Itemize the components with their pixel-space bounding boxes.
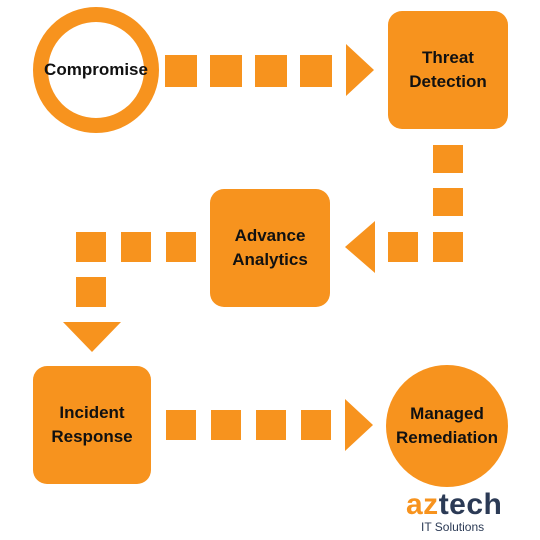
managed-remediation-node: Managed Remediation: [386, 365, 508, 487]
aztech-logo: aztech IT Solutions: [406, 490, 516, 535]
arrow-left-icon: [345, 221, 375, 273]
advance-analytics-node: Advance Analytics: [210, 189, 330, 307]
connector-dash: [388, 232, 418, 262]
connector-dash: [256, 410, 286, 440]
connector-dash: [76, 277, 106, 307]
arrow-right-icon: [345, 399, 373, 451]
arrow-right-icon: [346, 44, 374, 96]
connector-dash: [166, 232, 196, 262]
connector-dash: [433, 188, 463, 216]
connector-dash: [166, 410, 196, 440]
connector-dash: [255, 55, 287, 87]
connector-dash: [301, 410, 331, 440]
compromise-node: Compromise: [33, 7, 159, 133]
connector-dash: [121, 232, 151, 262]
compromise-label: Compromise: [44, 60, 148, 79]
threat-detection-label: Threat Detection: [409, 48, 487, 91]
incident-response-node: Incident Response: [33, 366, 151, 484]
connector-dash: [433, 232, 463, 262]
advance-analytics-label: Advance Analytics: [232, 226, 308, 269]
logo-wordmark: aztech: [406, 490, 502, 520]
logo-part-az: az: [406, 488, 439, 521]
connector-dash: [211, 410, 241, 440]
arrow-down-icon: [63, 322, 121, 352]
connector-dash: [433, 145, 463, 173]
connector-dash: [300, 55, 332, 87]
connector-dash: [210, 55, 242, 87]
logo-subtitle: IT Solutions: [421, 520, 485, 534]
logo-part-tech: tech: [438, 488, 503, 521]
managed-remediation-label: Managed Remediation: [395, 404, 499, 447]
connector-dash: [76, 232, 106, 262]
incident-response-label: Incident Response: [51, 403, 133, 446]
connector-dash: [165, 55, 197, 87]
threat-detection-node: Threat Detection: [388, 11, 508, 129]
